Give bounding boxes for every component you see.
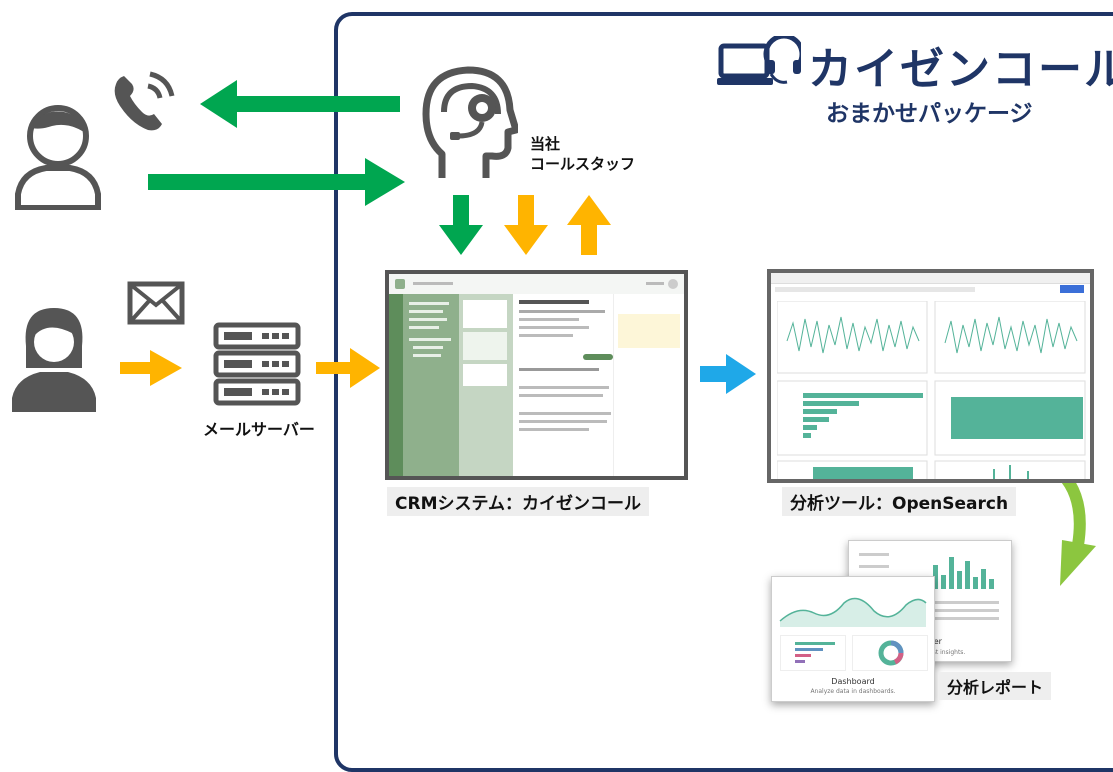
staff-label-line1: 当社 [530, 135, 561, 153]
crm-screenshot [385, 270, 688, 480]
opensearch-charts [777, 301, 1086, 479]
yellow-arrow-to-server [120, 350, 182, 386]
crm-ticket-list [459, 294, 513, 476]
mail-server-label: メールサーバー [203, 420, 315, 439]
crm-header-bar [389, 274, 684, 295]
report-card-front: Dashboard Analyze data in dashboards. [771, 576, 935, 702]
report-card2-title: ver [929, 637, 942, 646]
crm-icon-rail [389, 294, 403, 476]
report-card-sub: Analyze data in dashboards. [810, 688, 896, 695]
yellow-arrow-up [567, 195, 611, 255]
crm-folder-panel [403, 294, 459, 476]
customer-man-icon [12, 98, 104, 211]
report-card2-sub: est insights. [929, 649, 966, 656]
crm-ticket-detail [513, 294, 613, 476]
opensearch-screenshot [767, 269, 1094, 483]
yellow-arrow-down [504, 195, 548, 255]
crm-side-notes [613, 294, 684, 476]
green-arrow-to-customer [200, 80, 400, 128]
call-staff-headset-icon [420, 62, 520, 182]
brand-subtitle: おまかせパッケージ [826, 101, 1033, 127]
staff-label-line2: コールスタッフ [530, 155, 636, 173]
blue-arrow-to-opensearch [700, 354, 756, 394]
green-arrow-to-staff [148, 158, 405, 206]
customer-woman-icon [8, 298, 100, 414]
yellow-arrow-to-crm [316, 348, 380, 388]
green-arrow-down [439, 195, 483, 255]
report-caption: 分析レポート [939, 672, 1052, 700]
opensearch-caption: 分析ツール：OpenSearch [782, 487, 1017, 516]
headset-laptop-icon [717, 33, 805, 90]
mail-envelope-icon [127, 281, 185, 325]
phone-icon [108, 66, 180, 136]
report-card-title: Dashboard [831, 677, 875, 686]
brand-title: カイゼンコール [808, 44, 1113, 95]
mail-server-icon [212, 322, 302, 406]
crm-caption: CRMシステム：カイゼンコール [387, 487, 649, 516]
